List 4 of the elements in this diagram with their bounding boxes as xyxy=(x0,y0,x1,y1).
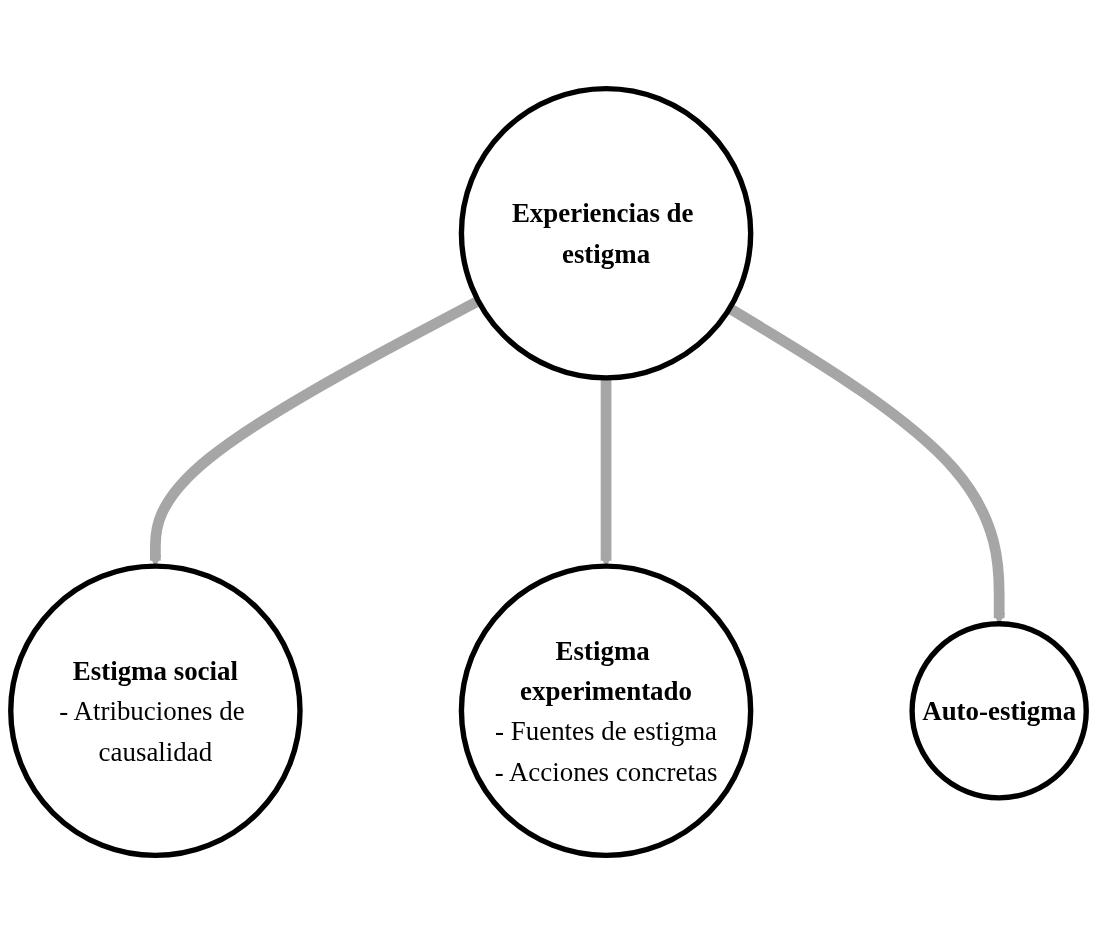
node-circle: Auto-estigma xyxy=(909,621,1089,801)
node-circle: Estigma social - Atribuciones de causalidad xyxy=(8,563,303,859)
node-circle: Estigma experimentado - Fuentes de estigma - Acciones concretas xyxy=(458,563,754,859)
node-circle: Experiencias de estigma xyxy=(458,85,754,381)
